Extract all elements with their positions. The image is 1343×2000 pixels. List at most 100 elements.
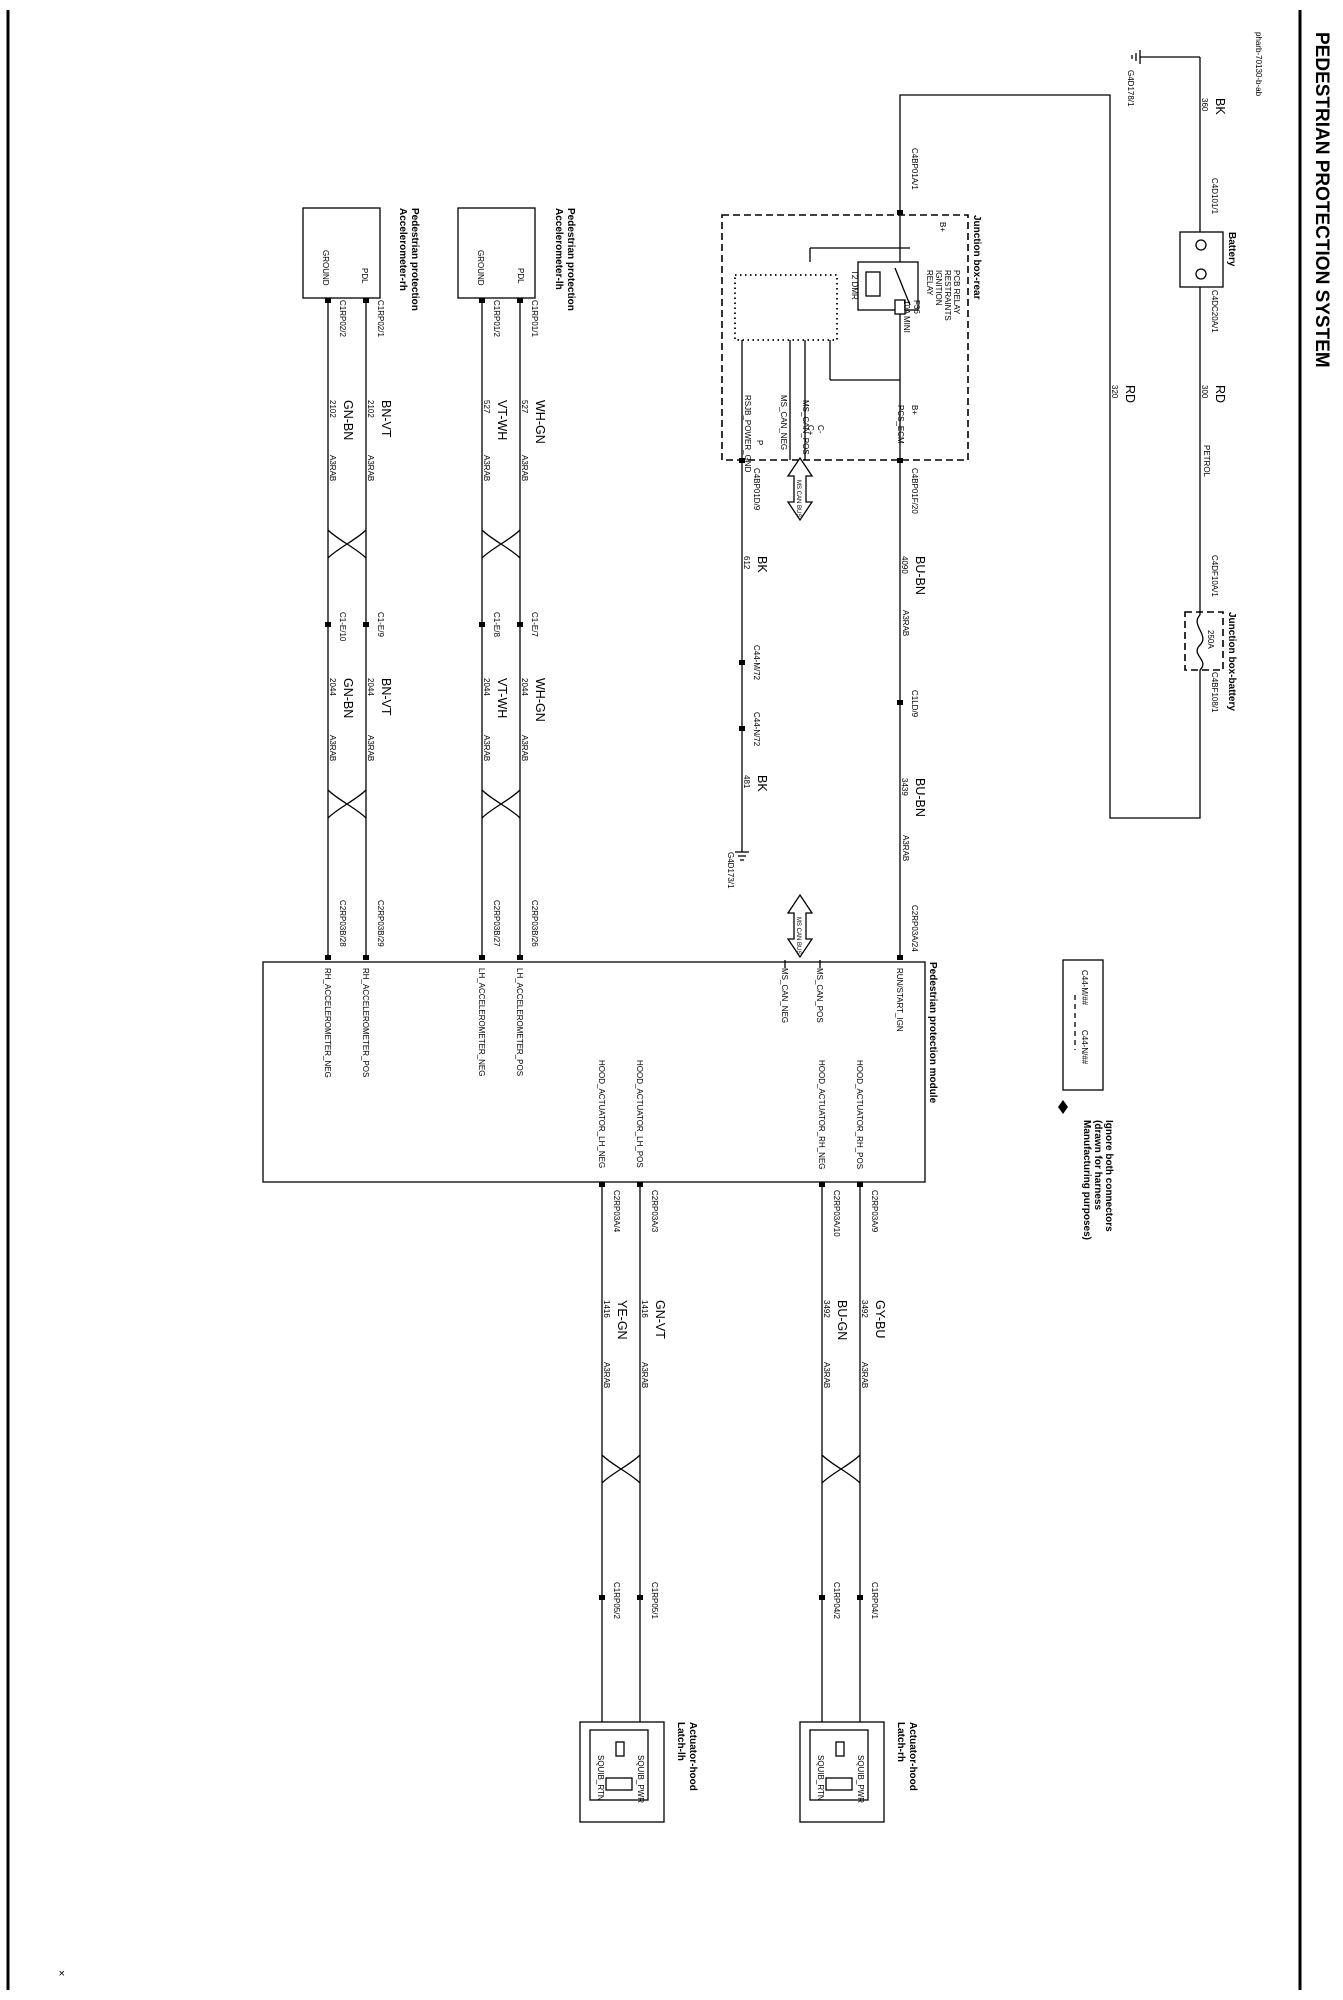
actuator-rh-resistor — [825, 1777, 853, 1791]
connector-c44n: C44-N/72 — [752, 712, 761, 747]
battery-label: Battery — [1226, 232, 1237, 267]
accelerometer-lh — [457, 207, 536, 299]
relay-contact — [894, 267, 911, 306]
wire-color-label: RD — [1123, 385, 1137, 403]
accelerometer-lh-label: Pedestrian protection Accelerometer-lh — [553, 208, 576, 314]
connector-c1rp02-2: C1RP02/2 — [338, 300, 347, 337]
twist-hood-lh — [601, 1454, 641, 1484]
pin-ground-rh: GROUND — [321, 250, 330, 286]
connector-c2rp03b26: C2RP03B/26 — [530, 900, 539, 947]
pin-ms-can-neg: MS_CAN_NEG — [779, 395, 788, 450]
wire-color-label: BK — [755, 556, 769, 573]
pin-module-ms-can-neg: MS_CAN_NEG — [780, 968, 789, 1023]
wire-number-label: 1416 — [640, 1300, 649, 1318]
wire-color-label: BU-BN — [913, 556, 927, 595]
connector-c2rp03a24: C2RP03A/24 — [910, 905, 919, 952]
connector-c1ej8: C1-E/8 — [492, 612, 501, 637]
ms-can-bus-arrow-bottom: MS CAN BUS — [786, 893, 814, 959]
wire-harness-label: A3RAB — [520, 455, 529, 481]
wire-harness-label: A3RAB — [901, 610, 910, 636]
wire-number-label: 2044 — [328, 678, 337, 696]
wire-color-label: YE-GN — [615, 1300, 629, 1340]
connector-c2rp03a4: C2RP03A/4 — [612, 1190, 621, 1233]
actuator-lh-resistor — [605, 1777, 633, 1791]
wire-harness-label: A3RAB — [602, 1362, 611, 1388]
battery — [1179, 231, 1224, 288]
wire-number-label: 2102 — [328, 400, 337, 418]
pin-module-ms-can-pos: MS_CAN_POS — [815, 968, 824, 1023]
pcb-relay-label: PCB RELAY RESTRAINTS IGNITION RELAY — [925, 270, 961, 323]
pin-rh-accel-neg: RH_ACCELEROMETER_NEG — [323, 968, 332, 1078]
connector-c4dc20a: C4DC20A/1 — [1210, 290, 1219, 333]
pin-b-plus-top: B+ — [938, 222, 947, 232]
pin-lh-accel-neg: LH_ACCELEROMETER_NEG — [477, 968, 486, 1076]
actuator-hood-latch-lh — [579, 1721, 665, 1823]
wire-harness-label: A3RAB — [520, 735, 529, 761]
wire-color-label: GN-BN — [341, 678, 355, 718]
wire-number-label: 527 — [482, 400, 491, 414]
connector-c1rp05-1: C1RP05/1 — [650, 1582, 659, 1619]
twist-hood-rh — [821, 1454, 861, 1484]
wire-color-label: RD — [1213, 385, 1227, 403]
wire-color-label: WH-GN — [533, 678, 547, 722]
accelerometer-rh — [302, 207, 381, 299]
connector-g4d178: G4D178/1 — [1126, 70, 1135, 107]
junction-box-battery-label: Junction box-battery — [1226, 612, 1237, 711]
connector-c4d101: C4D101/1 — [1210, 178, 1219, 215]
page-title: PEDESTRIAN PROTECTION SYSTEM — [1311, 32, 1332, 368]
pin-hood-rh-pos: HOOD_ACTUATOR_RH_POS — [855, 1060, 864, 1169]
pin-squib-pwr-lh: SQUIB_PWR — [636, 1755, 645, 1803]
pin-hood-lh-pos: HOOD_ACTUATOR_LH_POS — [635, 1060, 644, 1168]
connector-g4d173: G4D173/1 — [726, 852, 735, 889]
wire-number-label: 3492 — [860, 1300, 869, 1318]
pin-lh-accel-pos: LH_ACCELEROMETER_POS — [515, 968, 524, 1076]
wire-harness-label: A3RAB — [328, 455, 337, 481]
pin-ground-lh: GROUND — [476, 250, 485, 286]
wire-harness-label: A3RAB — [901, 835, 910, 861]
module-label: Pedestrian protection module — [927, 962, 938, 1104]
pin-c-plus: C+ — [806, 425, 815, 436]
corner-mark: × — [55, 1970, 67, 1976]
actuator-lh-inner — [589, 1729, 649, 1801]
wire-harness-label: A3RAB — [482, 735, 491, 761]
pin-run-start-ign: RUN/START_IGN — [895, 968, 904, 1032]
connector-c1rp02-1: C1RP02/1 — [376, 300, 385, 337]
fuse-250a-label: 250A — [1206, 630, 1215, 649]
wire-number-label: 300 — [1200, 385, 1209, 399]
legend-diamond-icon — [1058, 1100, 1068, 1114]
ground-symbol-g4d178 — [1131, 50, 1141, 64]
legend-note: Ignore both connectors (drawn for harnes… — [1081, 1120, 1114, 1240]
wire-harness-label: A3RAB — [482, 455, 491, 481]
actuator-lh-squib — [615, 1741, 625, 1757]
wire-color-label: GY-BU — [873, 1300, 887, 1338]
wire-number-label: 1416 — [602, 1300, 611, 1318]
twist-lh-1 — [481, 529, 521, 559]
junction-box-rear — [721, 214, 969, 461]
wire-color-label: BU-GN — [835, 1300, 849, 1340]
connector-c2rp03b28: C2RP03B/28 — [338, 900, 347, 947]
connector-c2rp03a3: C2RP03A/3 — [650, 1190, 659, 1233]
legend-connector-b: C44-N/## — [1080, 1030, 1089, 1065]
ground-symbol-g4d173 — [735, 851, 749, 861]
connector-c1rp04-1: C1RP04/1 — [870, 1582, 879, 1619]
connector-c1rp01-1: C1RP01/1 — [530, 300, 539, 337]
connector-c1ej9: C1-E/9 — [376, 612, 385, 637]
actuator-lh-label: Actuator-hood Latch-lh — [675, 1722, 698, 1794]
wire-rd-320 — [899, 94, 1201, 819]
wire-harness-label: A3RAB — [328, 735, 337, 761]
wire-number-label: 481 — [742, 775, 751, 789]
fuse-f36-label: F36 — [912, 300, 921, 314]
wire-harness-label: A3RAB — [860, 1362, 869, 1388]
wire-color-label: BU-BN — [913, 778, 927, 817]
actuator-rh-squib — [835, 1741, 845, 1757]
pin-squib-rtn-lh: SQUIB_RTN — [596, 1755, 605, 1801]
connector-c2rp03a10: C2RP03A/10 — [832, 1190, 841, 1237]
pin-squib-rtn-rh: SQUIB_RTN — [816, 1755, 825, 1801]
twist-rh-1 — [327, 529, 367, 559]
wire-color-label: WH-GN — [533, 400, 547, 444]
wire-number-label: 4090 — [900, 556, 909, 574]
connector-c4bp01a: C4BP01A/1 — [910, 148, 919, 190]
pin-hood-lh-neg: HOOD_ACTUATOR_LH_NEG — [597, 1060, 606, 1168]
twist-rh-2 — [327, 789, 367, 819]
battery-terminal-neg — [1195, 239, 1207, 251]
